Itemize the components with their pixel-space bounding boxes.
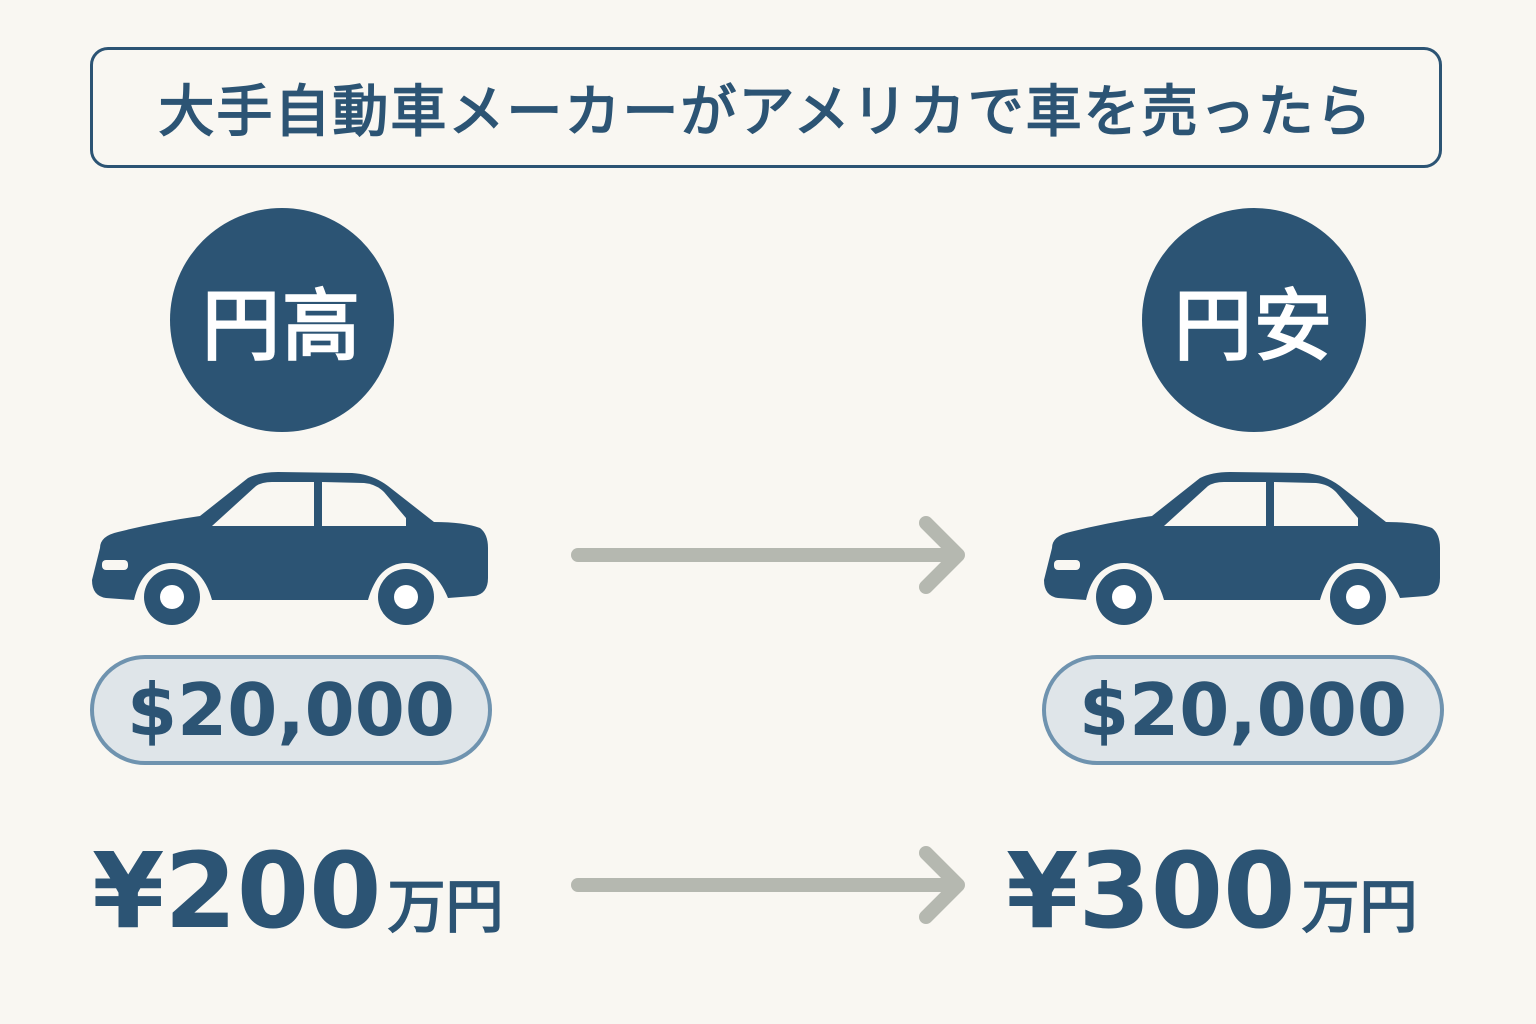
title: 大手自動車メーカーがアメリカで車を売ったら bbox=[158, 80, 1374, 145]
yen-unit-right: 万円 bbox=[1301, 873, 1418, 941]
car-icon bbox=[1044, 472, 1440, 630]
yen-price-left: ¥200 万円 bbox=[92, 830, 504, 952]
yen-weak-badge: 円安 bbox=[1142, 208, 1366, 432]
yen-unit-left: 万円 bbox=[387, 873, 504, 941]
yen-strong-badge: 円高 bbox=[170, 208, 394, 432]
usd-price-right: $20,000 bbox=[1042, 655, 1444, 765]
yen-amount-right: ¥300 bbox=[1006, 830, 1296, 952]
yen-price-right: ¥300 万円 bbox=[1006, 830, 1418, 952]
arrow-right-icon bbox=[571, 846, 965, 924]
car-icon bbox=[92, 472, 488, 630]
yen-amount-left: ¥200 bbox=[92, 830, 382, 952]
arrow-right-icon bbox=[571, 516, 965, 594]
usd-price-left: $20,000 bbox=[90, 655, 492, 765]
title-box: 大手自動車メーカーがアメリカで車を売ったら bbox=[90, 47, 1442, 168]
